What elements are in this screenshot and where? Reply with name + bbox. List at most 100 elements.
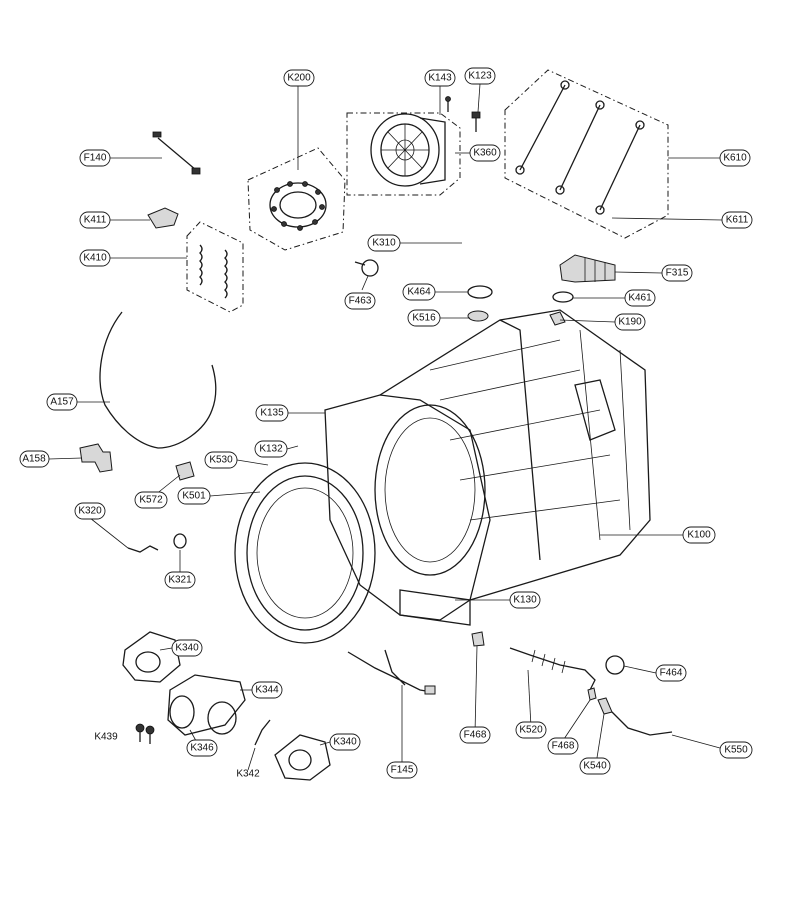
plug-k321 (173, 533, 187, 549)
label-k310: K310 (367, 234, 401, 252)
label-k344: K344 (251, 681, 283, 699)
label-a157: A157 (46, 393, 78, 411)
ring-k464 (467, 285, 493, 299)
k410-group-outline (186, 221, 244, 313)
label-k439: K439 (94, 732, 118, 743)
label-k135: K135 (255, 404, 289, 422)
sensor-k320 (127, 545, 159, 553)
label-k611-text: K611 (726, 215, 749, 226)
label-k501: K501 (177, 487, 211, 505)
label-k100: K100 (682, 526, 716, 544)
springs-k410 (199, 244, 228, 299)
label-k320: K320 (74, 502, 106, 520)
label-f145: F145 (386, 761, 418, 779)
tub-k100 (379, 309, 651, 601)
label-f315-text: F315 (666, 268, 689, 279)
label-f463-text: F463 (349, 296, 372, 307)
label-k461: K461 (624, 289, 656, 307)
label-k540: K540 (579, 757, 611, 775)
label-k200: K200 (283, 69, 315, 87)
clamp-f464 (605, 655, 625, 675)
label-k100-text: K100 (687, 530, 711, 541)
ring-k461 (552, 291, 574, 303)
hose-k520 (509, 647, 596, 691)
label-k190: K190 (614, 313, 646, 331)
label-k321: K321 (164, 571, 196, 589)
label-f468-left-text: F468 (464, 730, 487, 741)
label-k411-text: K411 (84, 215, 107, 226)
clip-k411 (147, 207, 179, 229)
label-k461-text: K461 (628, 293, 652, 304)
label-k310-text: K310 (372, 238, 396, 249)
label-f463: F463 (344, 292, 376, 310)
hose-k342 (254, 719, 271, 746)
label-k340-top: K340 (171, 639, 203, 657)
label-k130: K130 (509, 591, 541, 609)
label-f468-left: F468 (459, 726, 491, 744)
label-k132-text: K132 (259, 444, 283, 455)
label-k130-text: K130 (513, 595, 537, 606)
label-k572-text: K572 (139, 495, 163, 506)
label-k321-text: K321 (168, 575, 192, 586)
rotor-part (370, 113, 446, 187)
cap-k190 (549, 311, 566, 326)
pump-k340-bottom (274, 734, 331, 781)
pump-k344 (167, 674, 246, 736)
label-f464-text: F464 (660, 668, 683, 679)
label-k143: K143 (424, 69, 456, 87)
label-k190-text: K190 (618, 317, 642, 328)
screws-k439 (135, 723, 155, 744)
label-k340-bottom-text: K340 (333, 737, 357, 748)
bolt-k123 (471, 111, 481, 132)
label-k143-text: K143 (428, 73, 452, 84)
bellows-f315 (559, 254, 616, 283)
label-k572: K572 (134, 491, 168, 509)
label-k410: K410 (79, 249, 111, 267)
valve-k572 (175, 461, 195, 481)
hose-a158 (79, 443, 113, 473)
stator-part (269, 181, 327, 231)
k200-group-outline (247, 147, 346, 251)
label-k464-text: K464 (407, 287, 431, 298)
pump-k340-top (122, 631, 181, 683)
label-k610-text: K610 (723, 153, 747, 164)
clamp-f463 (354, 259, 379, 277)
label-k530: K530 (204, 451, 238, 469)
label-k360: K360 (469, 144, 501, 162)
label-k123: K123 (464, 67, 496, 85)
connector-f145 (424, 685, 436, 695)
label-k346: K346 (186, 739, 218, 757)
label-a158-text: A158 (22, 454, 46, 465)
label-k340-bottom: K340 (329, 733, 361, 751)
label-k123-text: K123 (468, 71, 492, 82)
gasket-k501 (234, 462, 376, 644)
label-k520: K520 (515, 721, 547, 739)
label-f145-text: F145 (391, 765, 414, 776)
cable-k550 (611, 711, 673, 736)
label-k530-text: K530 (209, 455, 233, 466)
label-k550-text: K550 (724, 745, 748, 756)
label-k611: K611 (721, 211, 753, 229)
label-f140: F140 (79, 149, 111, 167)
label-k410-text: K410 (83, 253, 107, 264)
label-k132: K132 (254, 440, 288, 458)
k610-group-outline (504, 69, 669, 239)
label-k342-text: K342 (236, 769, 260, 780)
damper-k610 (515, 80, 645, 215)
label-k360-text: K360 (473, 148, 497, 159)
label-k520-text: K520 (519, 725, 543, 736)
label-k344-text: K344 (255, 685, 279, 696)
label-k516: K516 (407, 309, 441, 327)
clip-f468-bottom (587, 687, 597, 701)
label-k464: K464 (402, 283, 436, 301)
label-k320-text: K320 (78, 506, 102, 517)
label-f315: F315 (661, 264, 693, 282)
heater-a157 (99, 311, 217, 449)
label-k200-text: K200 (287, 73, 311, 84)
label-k411: K411 (79, 211, 111, 229)
bolt-k143 (445, 96, 451, 112)
harness-f145 (347, 649, 433, 693)
k360-group-outline (346, 112, 461, 196)
label-k439-text: K439 (94, 732, 118, 743)
